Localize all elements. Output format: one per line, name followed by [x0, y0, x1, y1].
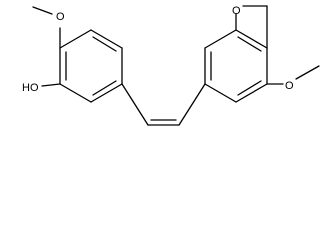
- molecule-drawing: O HO O O: [22, 5, 320, 126]
- right-benzene-ring: [204, 29, 268, 103]
- bond: [59, 29, 92, 49]
- bond: [178, 83, 206, 126]
- oxetane-ring: [235, 5, 268, 49]
- bond: [32, 6, 53, 15]
- bond: [204, 29, 237, 49]
- bond: [59, 83, 92, 103]
- bond: [90, 29, 123, 49]
- bond: [90, 83, 123, 103]
- oxetane-oxygen-label: O: [232, 5, 241, 17]
- cis-alkene-bridge: [121, 83, 206, 126]
- bond: [121, 83, 149, 126]
- double-bond-inner: [92, 36, 117, 52]
- hydroxyl-label: HO: [22, 82, 39, 94]
- methoxy-oxygen-right-label: O: [285, 80, 294, 92]
- bond: [295, 65, 320, 80]
- double-bond-inner: [237, 80, 262, 96]
- bond: [235, 83, 268, 103]
- bond: [204, 83, 237, 103]
- bond: [235, 29, 268, 49]
- double-bond-inner: [92, 80, 117, 96]
- methoxy-oxygen-left-label: O: [56, 11, 65, 23]
- bond: [41, 83, 61, 87]
- structure-canvas: O HO O O: [22, 5, 320, 126]
- left-benzene-ring: [59, 29, 123, 103]
- double-bond-inner: [237, 36, 262, 52]
